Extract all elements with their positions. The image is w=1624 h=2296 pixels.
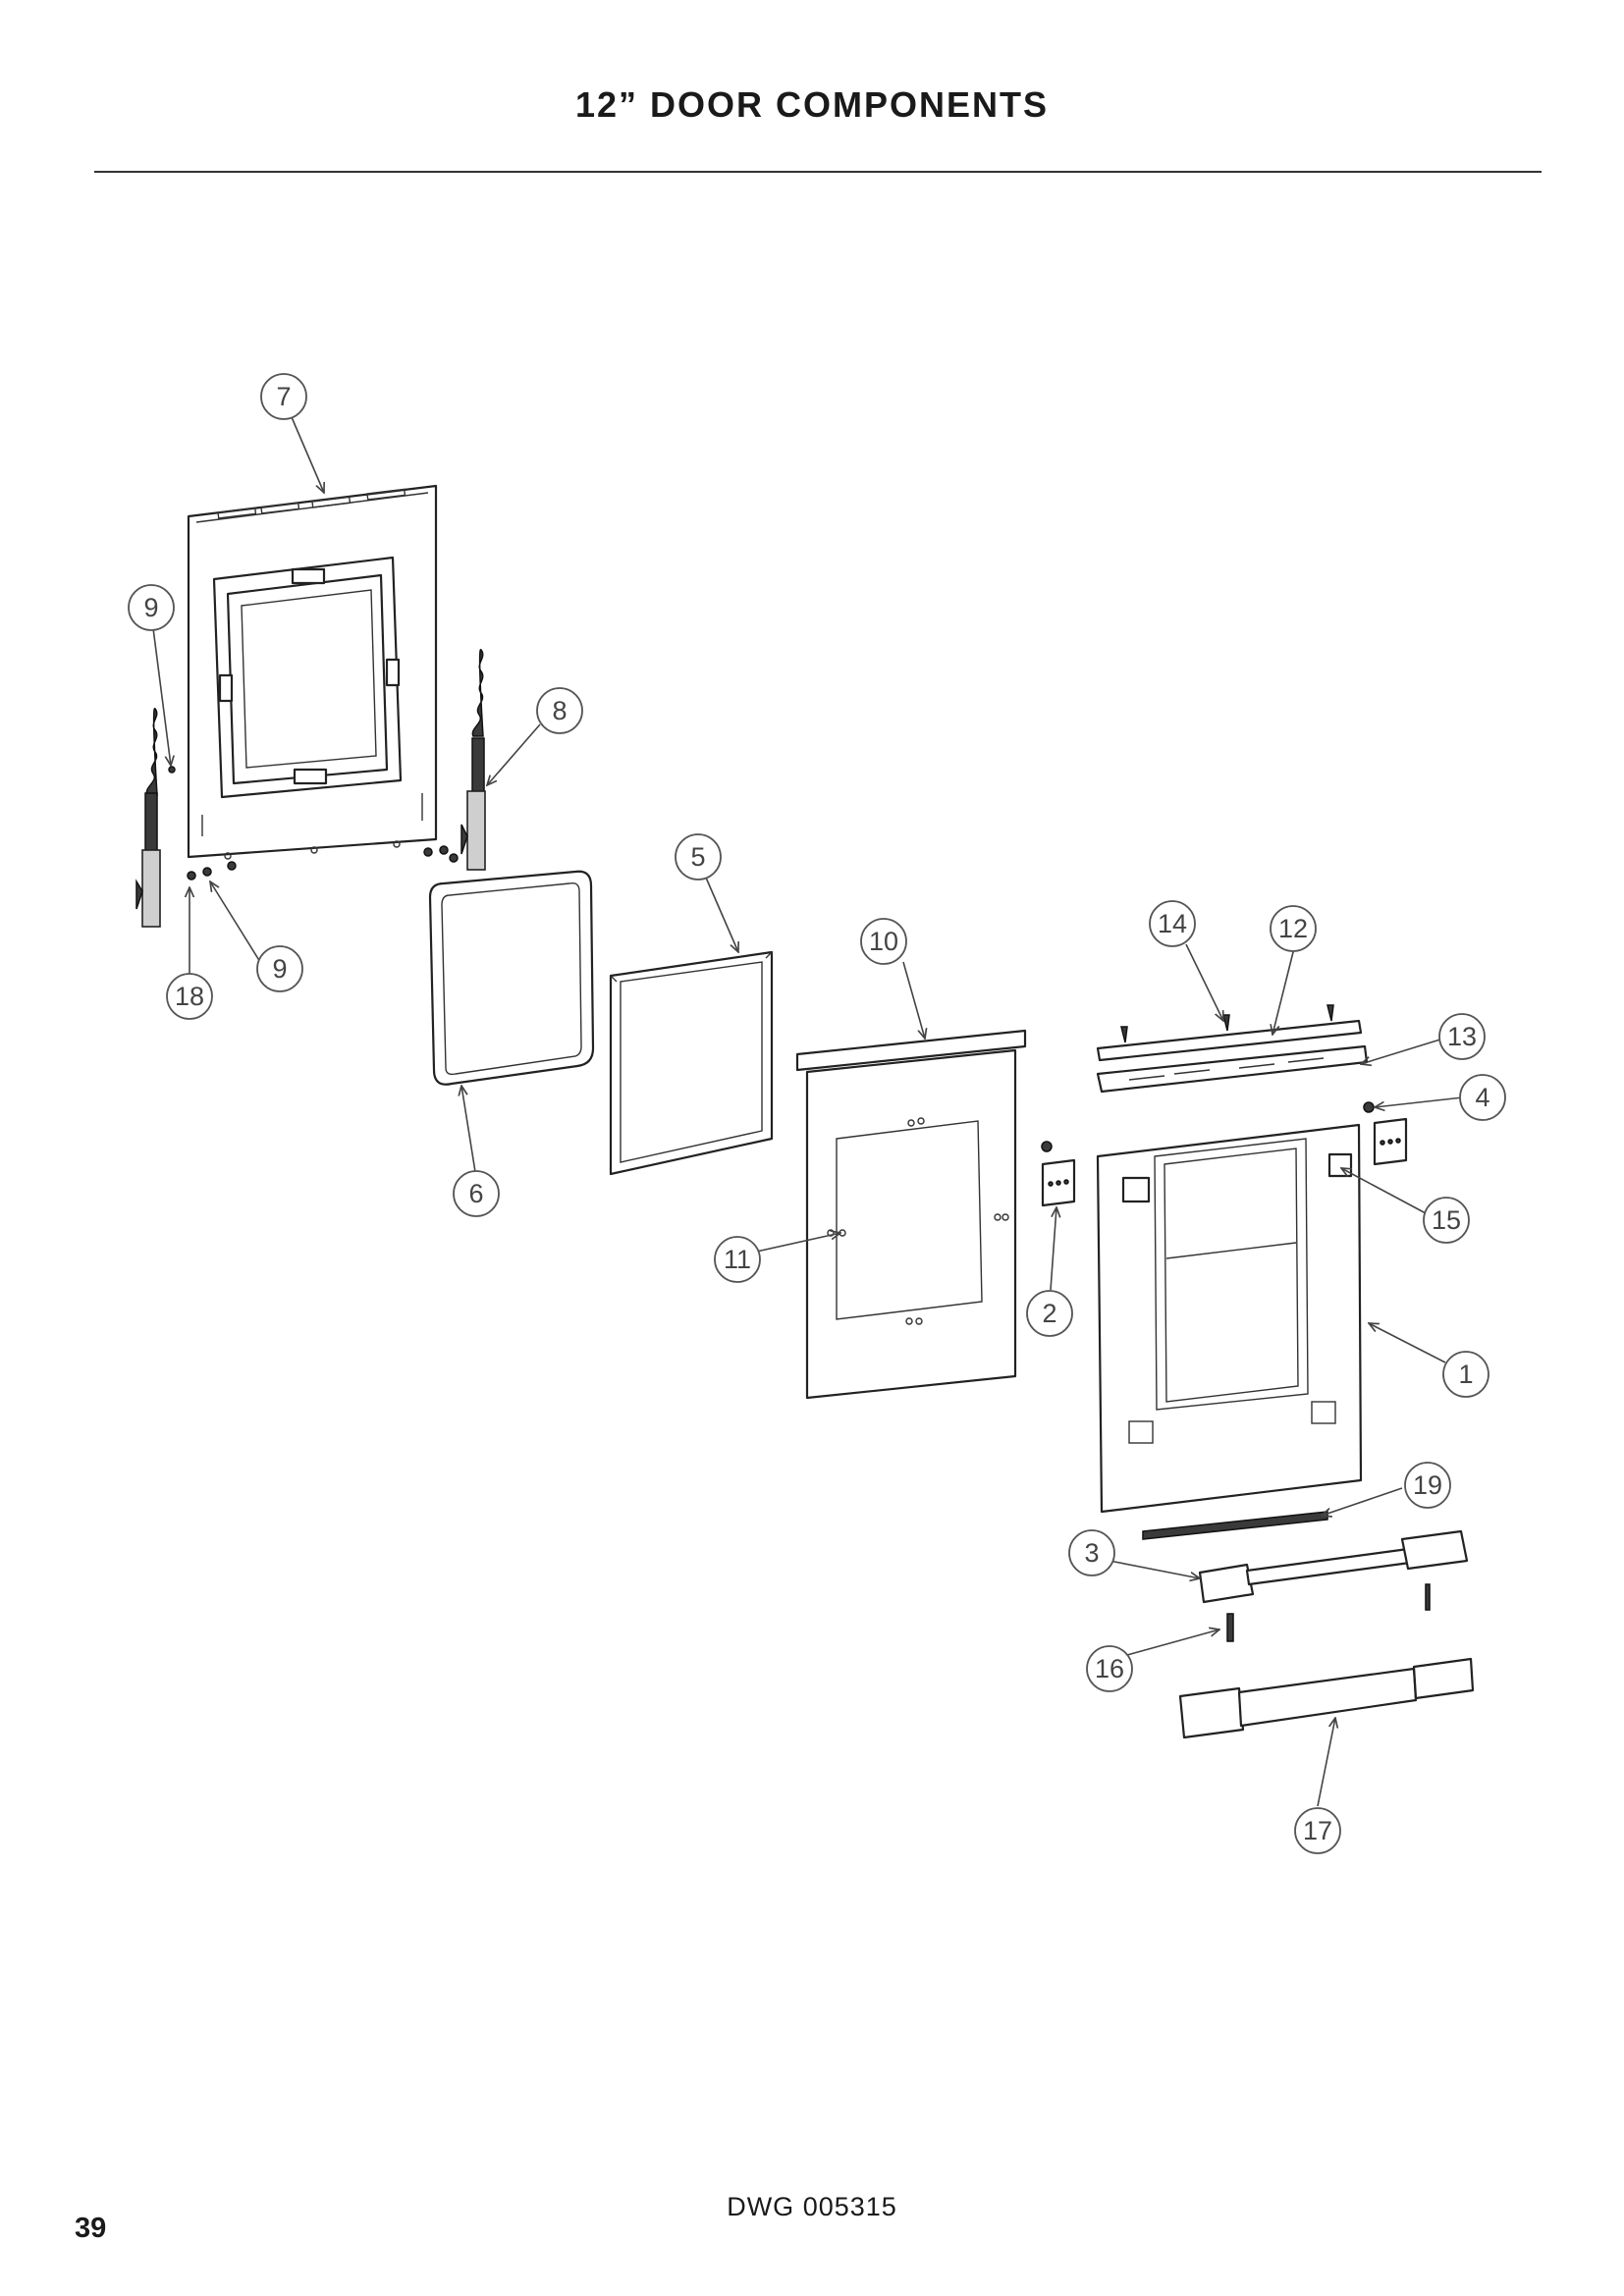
title-divider [94, 171, 1542, 173]
callout-9-bottom: 9 [256, 945, 303, 992]
inner-door-panel-part [187, 484, 438, 860]
svg-text:3: 3 [1084, 1538, 1099, 1568]
svg-text:4: 4 [1475, 1083, 1489, 1112]
svg-text:2: 2 [1042, 1299, 1056, 1328]
handle-cover-part [1178, 1657, 1475, 1739]
middle-frame-part [795, 1029, 1027, 1400]
screws-part [168, 766, 459, 881]
callout-1: 1 [1442, 1351, 1489, 1398]
top-trim-part [1096, 1004, 1369, 1094]
hinge-receiver-left-part [1041, 1141, 1076, 1207]
svg-text:9: 9 [143, 593, 158, 622]
hinge-left-part [135, 708, 161, 928]
bottom-strip-part [1142, 1511, 1328, 1540]
leader-lines [152, 416, 1464, 1807]
svg-text:14: 14 [1158, 909, 1187, 938]
callout-7: 7 [260, 373, 307, 420]
svg-text:10: 10 [869, 927, 898, 956]
callout-3: 3 [1068, 1529, 1115, 1576]
callout-5: 5 [675, 833, 722, 881]
callout-9-top: 9 [128, 584, 175, 631]
svg-text:6: 6 [468, 1179, 483, 1208]
callout-10: 10 [860, 918, 907, 965]
callout-14: 14 [1149, 900, 1196, 947]
svg-text:1: 1 [1458, 1360, 1473, 1389]
svg-text:17: 17 [1303, 1816, 1332, 1845]
callout-13: 13 [1438, 1013, 1486, 1060]
svg-text:8: 8 [552, 696, 567, 725]
drawing-number: DWG 005315 [727, 2192, 897, 2221]
callout-4: 4 [1459, 1074, 1506, 1121]
svg-text:19: 19 [1413, 1470, 1442, 1500]
page-title: 12” DOOR COMPONENTS [574, 84, 1050, 125]
gasket-part [428, 870, 595, 1086]
svg-text:18: 18 [175, 982, 204, 1011]
callout-15: 15 [1423, 1197, 1470, 1244]
svg-text:5: 5 [690, 842, 705, 872]
callout-2: 2 [1026, 1290, 1073, 1337]
svg-text:13: 13 [1447, 1022, 1477, 1051]
svg-text:15: 15 [1432, 1205, 1461, 1235]
callout-11: 11 [714, 1236, 761, 1283]
svg-text:9: 9 [272, 954, 287, 984]
hinge-right-part [460, 649, 486, 871]
page-number: 39 [75, 2213, 107, 2244]
callout-12: 12 [1270, 905, 1317, 952]
svg-text:11: 11 [724, 1245, 751, 1274]
svg-text:12: 12 [1278, 914, 1308, 943]
svg-text:7: 7 [276, 382, 291, 411]
outer-door-part [1096, 1123, 1363, 1514]
hinge-receiver-right-part [1363, 1101, 1408, 1166]
callout-16: 16 [1086, 1645, 1133, 1692]
callout-19: 19 [1404, 1462, 1451, 1509]
callout-8: 8 [536, 687, 583, 734]
callout-6: 6 [453, 1170, 500, 1217]
callout-17: 17 [1294, 1807, 1341, 1854]
handle-screw-part [1226, 1613, 1234, 1642]
svg-text:16: 16 [1095, 1654, 1124, 1683]
callout-18: 18 [166, 973, 213, 1020]
glass-panel-part [609, 950, 774, 1176]
handle-part [1198, 1529, 1469, 1611]
